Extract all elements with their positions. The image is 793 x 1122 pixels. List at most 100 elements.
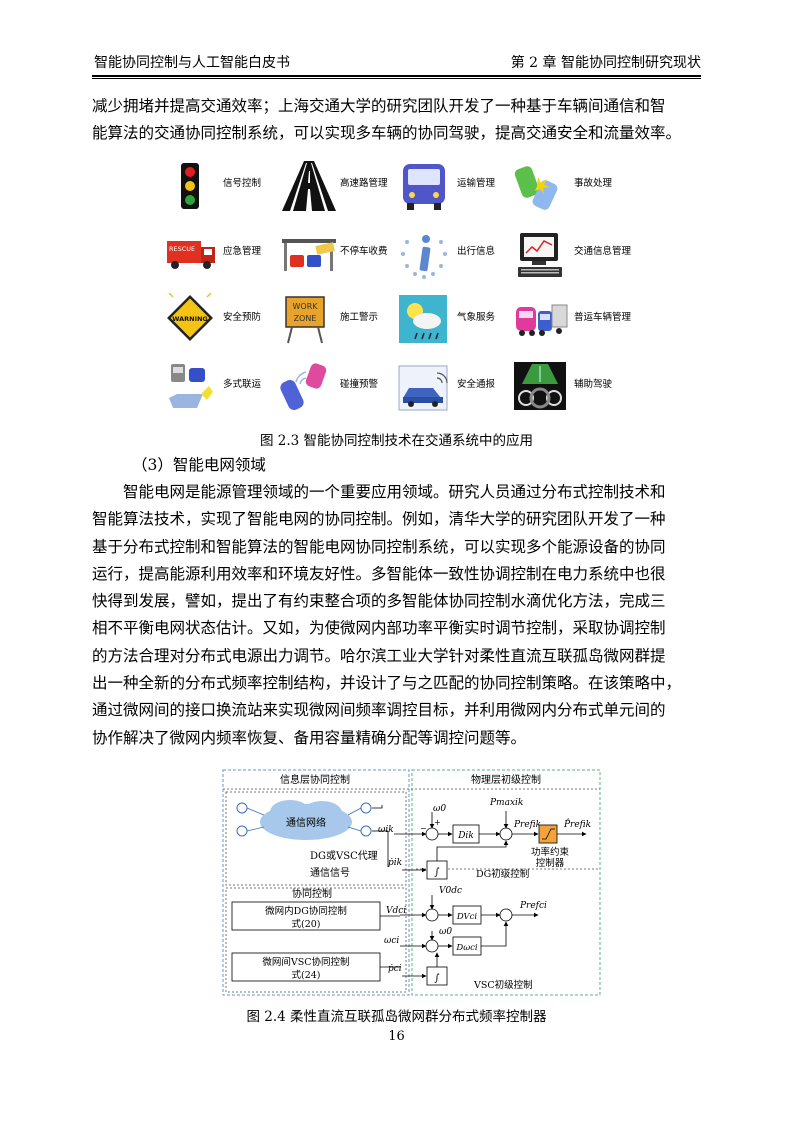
grid-item-transport: 运输管理 bbox=[397, 153, 514, 215]
dg-primary-label: DG初级控制 bbox=[476, 868, 529, 880]
section-heading: （3）智能电网领域 bbox=[132, 452, 692, 479]
v-dci-label: Vdci bbox=[386, 906, 406, 916]
item-label: 事故处理 bbox=[574, 178, 613, 189]
body-line: 协作解决了微网内频率恢复、备用容量精确分配等调控问题等。 bbox=[92, 728, 527, 747]
sum-junction bbox=[499, 908, 513, 922]
body-line: 通过微网间的接口换流站来实现微网间频率调控目标，并利用微网内分布式单元间的 bbox=[92, 701, 666, 720]
info-icon bbox=[401, 235, 447, 279]
omega-ci-label: ωci bbox=[384, 936, 399, 946]
grid-item-toll: 不停车收费 bbox=[280, 221, 397, 283]
info-layer-frame bbox=[222, 769, 410, 996]
limiter-label: 控制器 bbox=[536, 857, 565, 869]
body-line: 的方法合理对分布式电源出力调节。哈尔滨工业大学针对柔性直流互联孤岛微网群提 bbox=[92, 646, 666, 665]
p-ref-hat-label: P̂refik bbox=[563, 818, 591, 830]
work-zone-icon: WORK ZONE bbox=[285, 296, 325, 344]
p-ref-label: Prefik bbox=[513, 820, 541, 830]
grid-item-traffic-info-mgmt: 交通信息管理 bbox=[514, 221, 631, 283]
sum-junction bbox=[499, 827, 513, 841]
sign-label: − bbox=[420, 824, 427, 833]
limiter-label: 功率约束 bbox=[531, 846, 570, 858]
body-line: 出一种全新的分布式频率控制结构，并设计了与之匹配的协同控制策略。在该策略中， bbox=[92, 674, 682, 693]
computer-icon bbox=[518, 233, 562, 277]
info-layer-title: 信息层协同控制 bbox=[280, 773, 350, 786]
item-label: 运输管理 bbox=[457, 178, 496, 189]
intro-line: 能算法的交通协同控制系统，可以实现多车辆的协同驾驶，提高交通安全和流量效率。 bbox=[92, 124, 682, 143]
grid-item-driver-assist: 辅助驾驶 bbox=[514, 354, 631, 416]
intermodal-icon bbox=[169, 364, 213, 408]
grid-item-construction: WORK ZONE 施工警示 bbox=[280, 287, 397, 349]
intro-paragraph: 减少拥堵并提高交通效率；上海交通大学的研究团队开发了一种基于车辆间通信和智 能算… bbox=[92, 93, 704, 148]
grid-item-fleet: 普运车辆管理 bbox=[514, 287, 631, 349]
grid-item-weather: 气象服务 bbox=[397, 287, 514, 349]
omega0-label: ω0 bbox=[433, 804, 446, 814]
sign-label: + bbox=[434, 818, 441, 827]
agent-node bbox=[236, 802, 248, 814]
item-label: 交通信息管理 bbox=[574, 246, 632, 257]
integrator-symbol: ∫ bbox=[434, 867, 439, 878]
item-label: 应急管理 bbox=[223, 246, 262, 257]
grid-item-emergency: RESCUE 应急管理 bbox=[163, 221, 280, 283]
power-limiter-block bbox=[538, 824, 558, 844]
rescue-truck-icon: RESCUE bbox=[167, 241, 215, 269]
warning-sign-icon: WARNING bbox=[167, 293, 213, 341]
physical-layer-frame bbox=[411, 769, 601, 996]
item-label: 安全预防 bbox=[223, 312, 262, 323]
item-label: 信号控制 bbox=[223, 178, 262, 189]
zone-text: ZONE bbox=[294, 314, 317, 323]
traffic-light-icon bbox=[181, 163, 199, 209]
dashboard-icon bbox=[514, 362, 566, 410]
grid-item-collision-warning: 碰撞预警 bbox=[280, 354, 397, 416]
vsc-box-line: 微网间VSC协同控制 bbox=[262, 956, 349, 968]
intro-line: 减少拥堵并提高交通效率；上海交通大学的研究团队开发了一种基于车辆间通信和智 bbox=[92, 97, 666, 115]
d-w-label: Dωci bbox=[455, 943, 478, 953]
item-label: 辅助驾驶 bbox=[574, 379, 613, 390]
coord-label: 协同控制 bbox=[292, 887, 332, 900]
body-line: 快得到发展，譬如，提出了有约束整合项的多智能体协同控制水滴优化方法，完成三 bbox=[92, 592, 666, 611]
collision-icon bbox=[280, 363, 327, 411]
car-alert-icon bbox=[398, 365, 448, 411]
grid-item-intermodal: 多式联运 bbox=[163, 354, 280, 416]
warning-text: WARNING bbox=[172, 315, 208, 323]
figure-caption: 图 2.4 柔性直流互联孤岛微网群分布式频率控制器 bbox=[246, 1009, 547, 1025]
agent-label: DG或VSC代理 bbox=[310, 850, 378, 862]
network-label: 通信网络 bbox=[286, 816, 326, 829]
grid-item-safety: WARNING 安全预防 bbox=[163, 287, 280, 349]
agent-node bbox=[360, 802, 372, 814]
sum-junction bbox=[425, 827, 439, 841]
traffic-applications-figure: 信号控制 高速路管理 运输管理 事故处理 bbox=[163, 153, 633, 423]
item-label: 高速路管理 bbox=[340, 178, 388, 189]
p-ci-dot-label: ṗci bbox=[388, 964, 402, 974]
item-label: 安全通报 bbox=[457, 379, 496, 390]
item-label: 碰撞预警 bbox=[340, 379, 379, 390]
body-paragraph: 智能电网是能源管理领域的一个重要应用领域。研究人员通过分布式控制技术和 智能算法… bbox=[92, 479, 704, 752]
body-line: 相不平衡电网状态估计。又如，为使微网内部功率平衡实时调节控制，采取协调控制 bbox=[92, 619, 666, 638]
grid-item-accident: 事故处理 bbox=[514, 153, 631, 215]
agent-node bbox=[236, 825, 248, 837]
comm-signal-label: 通信信号 bbox=[310, 867, 350, 879]
vsc-primary-label: VSC初级控制 bbox=[473, 979, 533, 991]
toll-icon bbox=[282, 239, 336, 271]
integrator-symbol: ∫ bbox=[434, 973, 439, 984]
p-max-label: Pmaxik bbox=[489, 798, 523, 808]
header-left: 智能协同控制与人工智能白皮书 bbox=[94, 55, 290, 71]
accident-icon bbox=[514, 166, 558, 210]
page-number: 16 bbox=[388, 1029, 405, 1044]
grid-item-travel-info: 出行信息 bbox=[397, 221, 514, 283]
physical-layer-title: 物理层初级控制 bbox=[471, 773, 541, 786]
frequency-controller-diagram: 信息层协同控制 物理层初级控制 通信网络 DG或VSC代理 通信信号 协同控制 … bbox=[222, 769, 601, 996]
header-rule-thin bbox=[92, 78, 701, 79]
grid-item-signal: 信号控制 bbox=[163, 153, 280, 215]
item-label: 不停车收费 bbox=[340, 246, 388, 257]
work-text: WORK bbox=[292, 302, 318, 311]
item-label: 普运车辆管理 bbox=[574, 312, 632, 323]
dg-box-line: 式(20) bbox=[291, 918, 320, 930]
grid-item-safety-notice: 安全通报 bbox=[397, 354, 514, 416]
header-rule bbox=[92, 75, 701, 77]
highway-icon bbox=[282, 161, 336, 211]
agent-node bbox=[360, 825, 372, 837]
bus-icon bbox=[403, 164, 445, 210]
sum-junction bbox=[425, 908, 439, 922]
vsc-box-line: 式(24) bbox=[291, 969, 320, 981]
item-label: 出行信息 bbox=[457, 246, 496, 257]
p-ik-dot-label: ṗik bbox=[388, 858, 402, 868]
